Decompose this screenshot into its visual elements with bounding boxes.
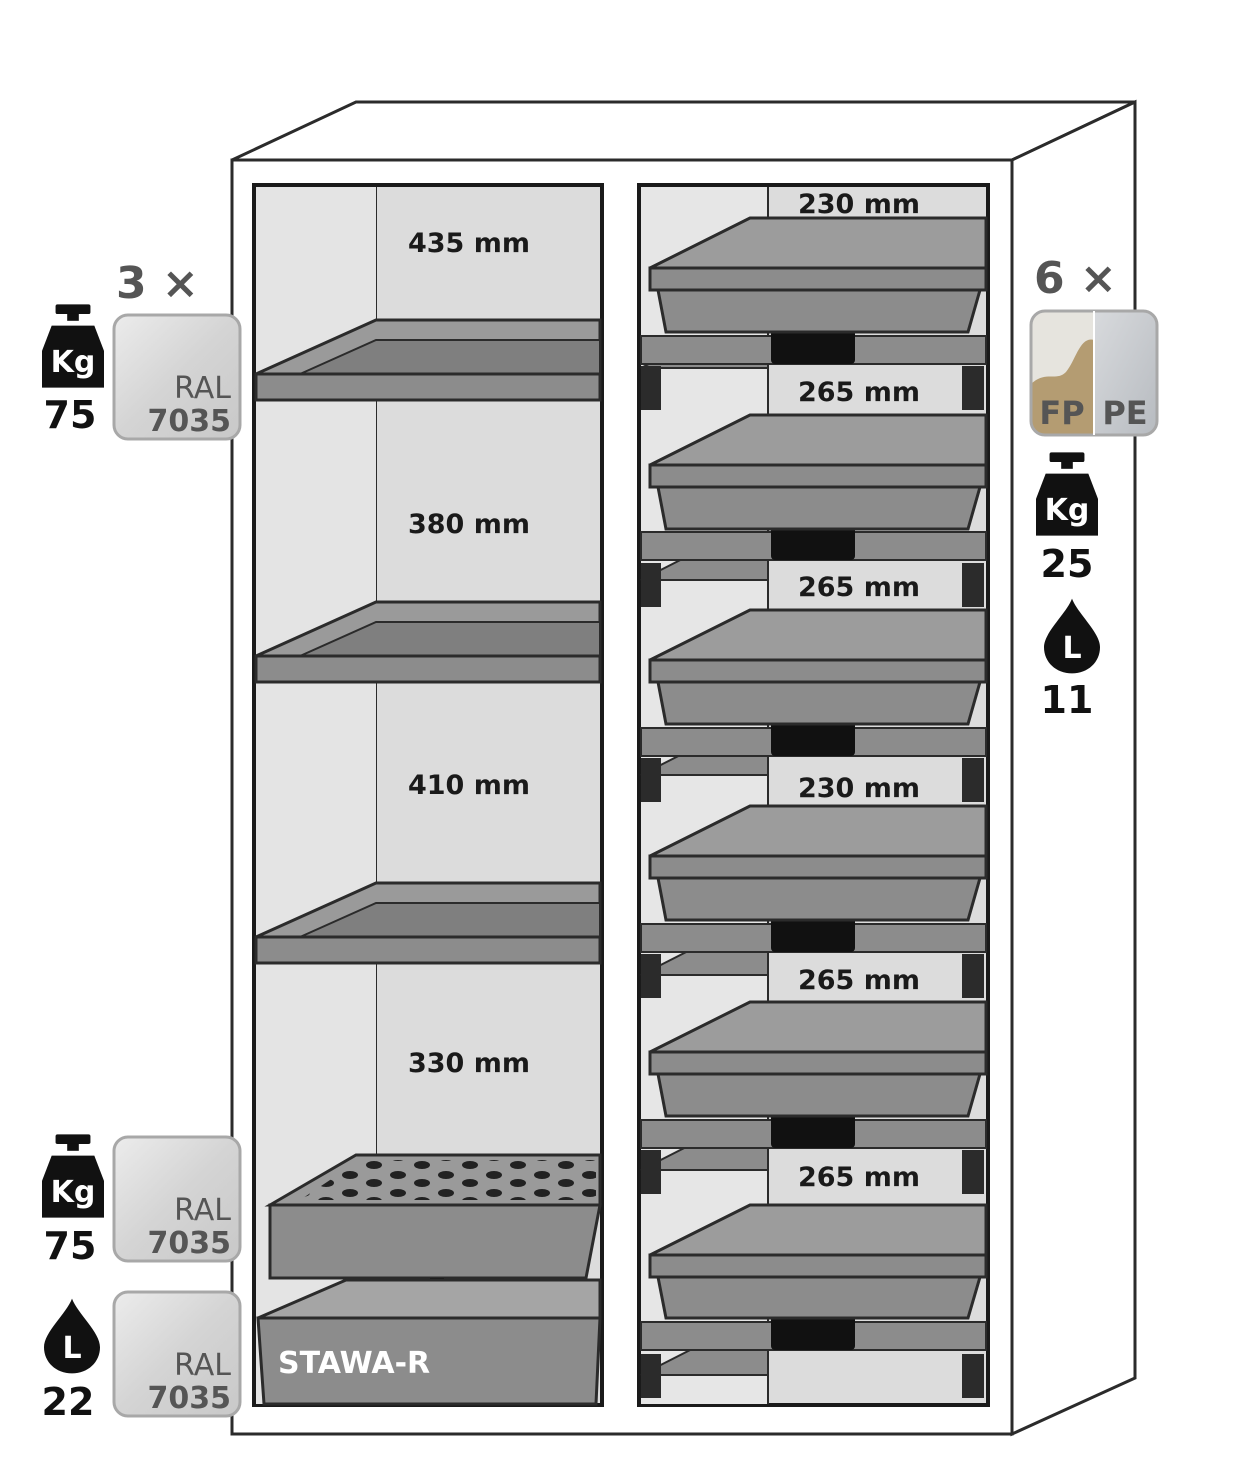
right-compartment: 230 mm 265 mm 265 mm 230 mm 265 mm 265 m… xyxy=(637,183,990,1407)
ral-color-badge: RAL 7035 xyxy=(112,1135,242,1263)
svg-text:RAL: RAL xyxy=(174,1348,231,1383)
svg-text:Kg: Kg xyxy=(51,1175,96,1210)
material-badge: FP PE xyxy=(1029,309,1159,437)
liquid-drop-icon: L xyxy=(44,1298,100,1374)
drawer-tier xyxy=(640,216,988,410)
svg-text:RAL: RAL xyxy=(174,371,231,406)
left-shelf xyxy=(254,318,602,402)
left-height-2: 380 mm xyxy=(408,509,530,540)
sump-label: STAWA-R xyxy=(278,1346,430,1381)
right-height-6: 265 mm xyxy=(798,1162,920,1193)
drawer-tier xyxy=(640,608,988,802)
drawer-tier xyxy=(640,1203,988,1398)
sump-volume: 22 xyxy=(42,1380,95,1424)
drawer-tier xyxy=(640,804,988,998)
svg-text:Kg: Kg xyxy=(1045,493,1090,528)
left-height-1: 435 mm xyxy=(408,228,530,259)
insert-weight: 75 xyxy=(44,1224,97,1268)
right-height-5: 265 mm xyxy=(798,965,920,996)
weight-kg-icon: Kg xyxy=(1036,452,1098,536)
svg-text:7035: 7035 xyxy=(148,404,232,439)
ral-color-badge: RAL 7035 xyxy=(112,313,242,441)
left-shelf xyxy=(254,881,602,965)
left-shelf-weight: 75 xyxy=(44,393,97,437)
material-fp: FP xyxy=(1039,394,1084,432)
left-shelf-count: 3 × xyxy=(116,258,199,309)
left-shelf xyxy=(254,600,602,684)
svg-text:7035: 7035 xyxy=(148,1226,232,1261)
right-drawer-specs: 6 × FP PE Kg 25 L 11 xyxy=(1029,253,1159,722)
left-shelf-specs: 3 × Kg 75 RAL 7035 xyxy=(42,258,242,441)
right-height-2: 265 mm xyxy=(798,377,920,408)
svg-text:RAL: RAL xyxy=(174,1193,231,1228)
liquid-drop-icon: L xyxy=(1044,598,1100,674)
left-height-3: 410 mm xyxy=(408,770,530,801)
bottom-insert-specs: Kg 75 RAL 7035 L 22 RAL 7035 xyxy=(42,1134,242,1424)
svg-text:7035: 7035 xyxy=(148,1381,232,1416)
svg-text:L: L xyxy=(62,1331,81,1366)
left-height-4: 330 mm xyxy=(408,1048,530,1079)
drawer-weight: 25 xyxy=(1041,542,1094,586)
material-pe: PE xyxy=(1102,394,1147,432)
svg-text:Kg: Kg xyxy=(51,345,96,380)
perforated-insert xyxy=(264,1153,602,1280)
right-height-3: 265 mm xyxy=(798,572,920,603)
right-drawer-count: 6 × xyxy=(1034,253,1117,304)
drawer-tier xyxy=(640,1000,988,1194)
weight-kg-icon: Kg xyxy=(42,304,104,388)
drawer-volume: 11 xyxy=(1041,678,1094,722)
drawer-tier xyxy=(640,413,988,607)
right-height-4: 230 mm xyxy=(798,773,920,804)
right-height-1: 230 mm xyxy=(798,189,920,220)
ral-color-badge: RAL 7035 xyxy=(112,1290,242,1418)
stawa-r-sump: STAWA-R xyxy=(256,1278,602,1406)
weight-kg-icon: Kg xyxy=(42,1134,104,1218)
left-compartment: STAWA-R 435 mm 380 mm 410 mm 330 mm xyxy=(252,183,604,1407)
svg-text:L: L xyxy=(1062,631,1081,666)
